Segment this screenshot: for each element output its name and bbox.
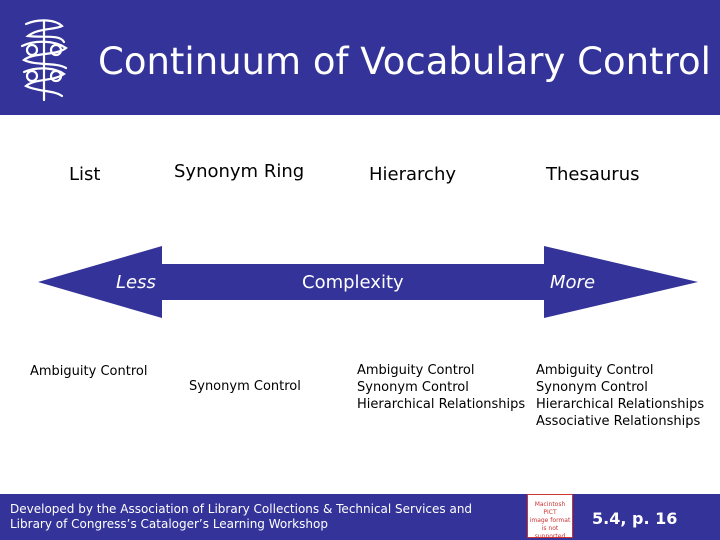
- footer-credit: Developed by the Association of Library …: [10, 502, 472, 532]
- slide-title: Continuum of Vocabulary Control: [98, 40, 711, 83]
- control-item: Ambiguity Control: [536, 363, 654, 378]
- controls-thesaurus: Ambiguity Control Synonym Control Hierar…: [536, 362, 704, 430]
- stage-list: List: [69, 164, 101, 185]
- pict-text: Macintosh PICT: [534, 501, 566, 516]
- arrow-label-more: More: [550, 272, 596, 293]
- title-bar: [0, 0, 720, 115]
- controls-synonym-ring: Synonym Control: [189, 378, 301, 395]
- footer-bar: [0, 494, 720, 540]
- control-item: Ambiguity Control: [30, 364, 148, 379]
- stage-synonym-ring: Synonym Ring: [174, 161, 305, 182]
- stage-hierarchy: Hierarchy: [369, 164, 457, 185]
- arrow-label-less: Less: [116, 272, 156, 293]
- credit-line: Developed by the Association of Library …: [10, 502, 473, 516]
- unsupported-image-placeholder: Macintosh PICT image format is not suppo…: [527, 494, 573, 538]
- pict-text: is not supported: [534, 525, 566, 538]
- complexity-arrow: [38, 246, 698, 318]
- control-item: Synonym Control: [357, 380, 469, 395]
- page-reference: 5.4, p. 16: [592, 509, 678, 528]
- credit-line: Library of Congress’s Cataloger’s Learni…: [10, 517, 328, 531]
- stage-thesaurus: Thesaurus: [546, 164, 640, 185]
- controls-hierarchy: Ambiguity Control Synonym Control Hierar…: [357, 362, 525, 413]
- control-item: Ambiguity Control: [357, 363, 475, 378]
- control-item: Synonym Control: [189, 379, 301, 394]
- controls-list: Ambiguity Control: [30, 363, 147, 380]
- double-headed-arrow-shape: [38, 246, 698, 318]
- control-item: Associative Relationships: [536, 414, 701, 429]
- pict-text: image format: [529, 517, 571, 524]
- control-item: Synonym Control: [536, 380, 648, 395]
- arrow-label-complexity: Complexity: [302, 272, 404, 293]
- control-item: Hierarchical Relationships: [357, 397, 526, 412]
- flourish-logo-icon: [20, 19, 68, 102]
- control-item: Hierarchical Relationships: [536, 397, 705, 412]
